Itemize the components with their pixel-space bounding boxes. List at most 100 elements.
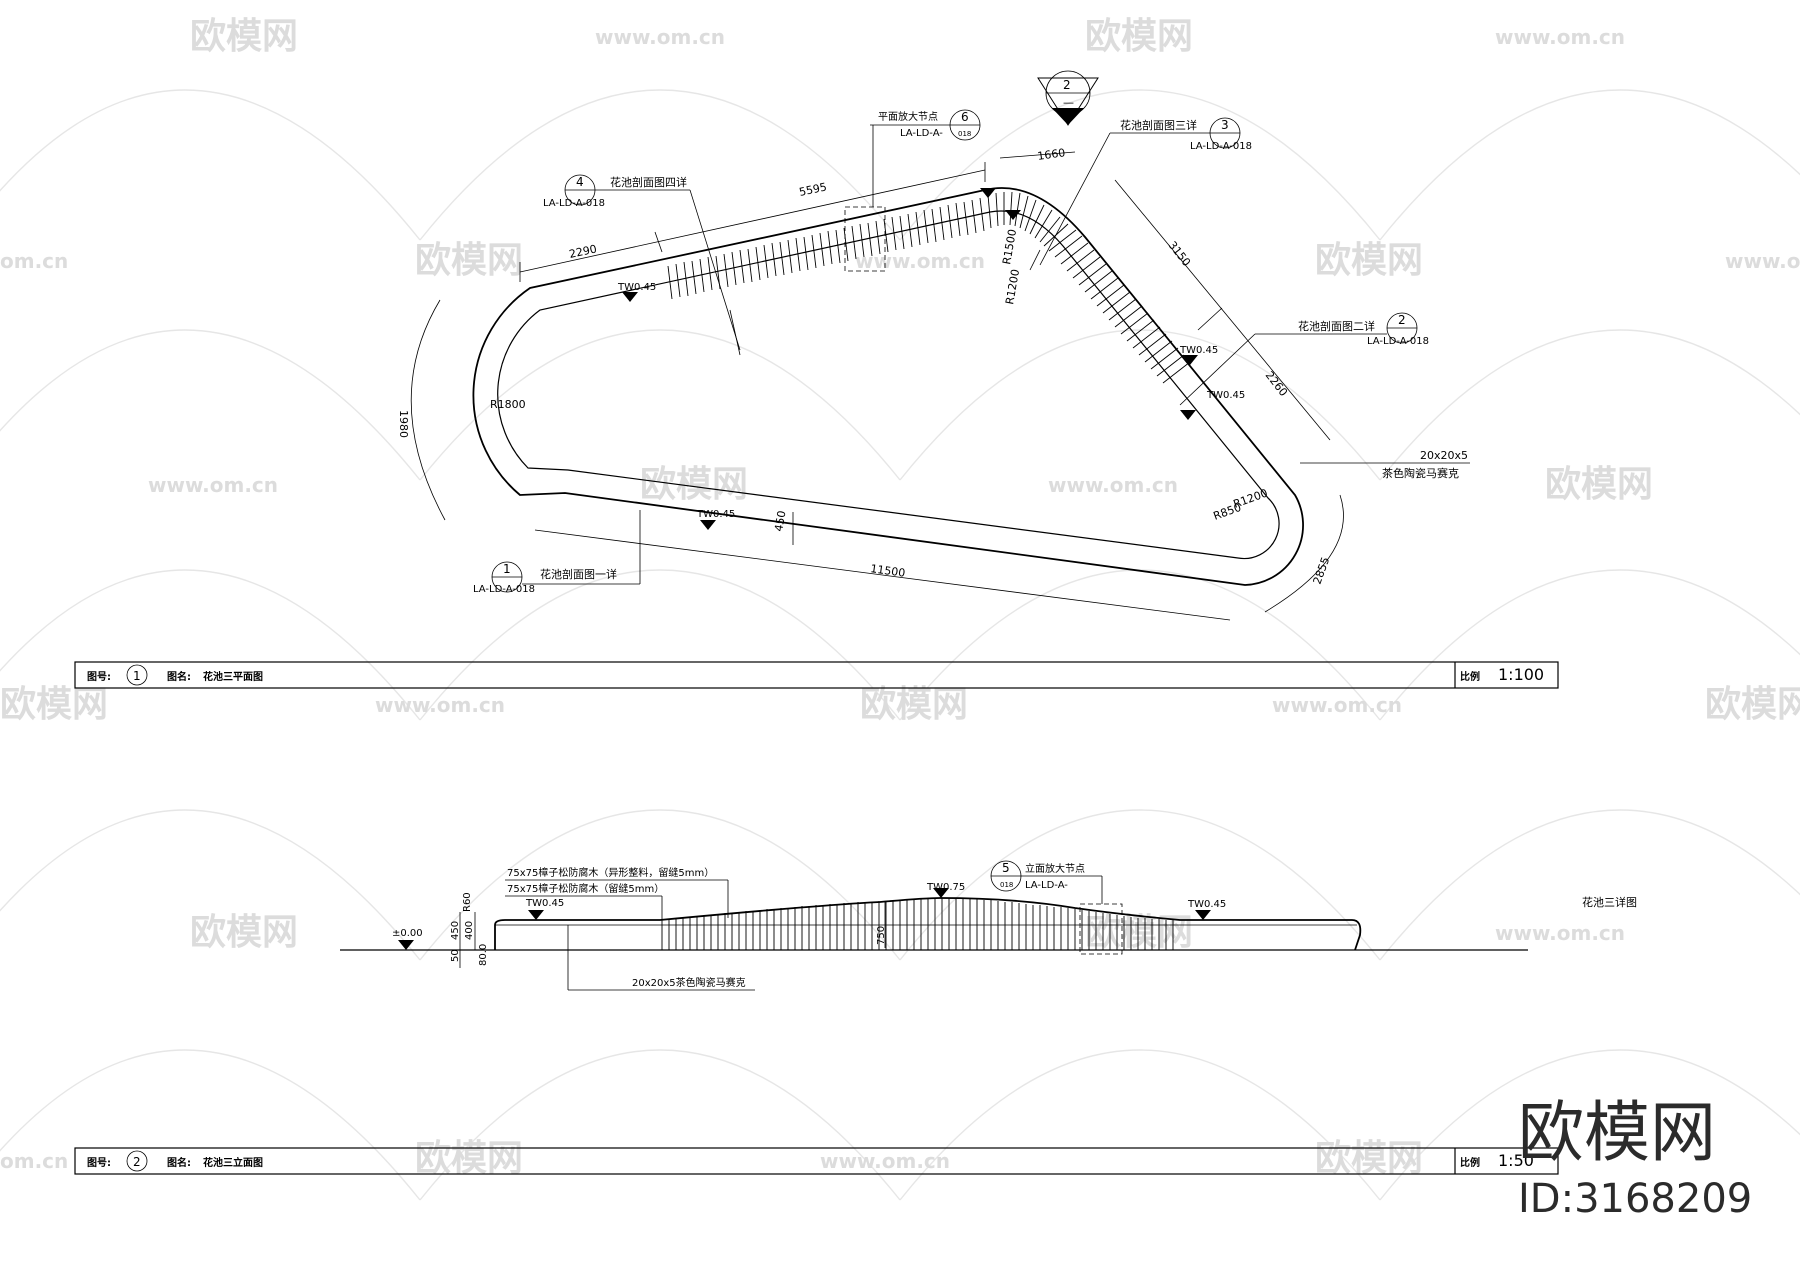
dim-2855: 2855 (1311, 555, 1333, 586)
title-plan-name: 花池三平面图 (203, 670, 263, 683)
wm-url: om.cn (0, 1149, 68, 1173)
note-wood-2: 75x75樟子松防腐木（留缝5mm） (507, 882, 664, 895)
elevation-view: 75x75樟子松防腐木（异形整料，留缝5mm） 75x75樟子松防腐木（留缝5m… (74, 860, 1637, 1175)
wm-brand: 欧模网 (1085, 16, 1193, 57)
callout-2-text: 花池剖面图二详 (1298, 319, 1375, 333)
wm-brand: 欧模网 (0, 684, 108, 725)
plan-dimension-labels: 5595 2290 1660 3150 2260 1980 11500 450 … (397, 146, 1332, 586)
level-triangle (1182, 355, 1198, 365)
title-elev-label: 图号: (87, 1157, 111, 1169)
wm-url: www.om.cn (1048, 473, 1178, 497)
elev-dim-50: 50 (450, 949, 461, 962)
title-block-plan: 图号: 1 图名: 花池三平面图 比例 1:100 (74, 661, 1559, 689)
north-arrow: 2 — (1037, 70, 1099, 126)
callout-2-ref: LA-LD-A-018 (1367, 336, 1429, 347)
dim-3150: 3150 (1166, 239, 1193, 269)
callout-1-ref: LA-LD-A-018 (473, 584, 535, 595)
callout-6-num: 6 (961, 110, 969, 124)
elev-level-tw2: TW0.75 (926, 882, 965, 893)
detail-5-box (1079, 903, 1123, 955)
level-tw2: TW0.45 (696, 509, 735, 520)
elevation-hatching (661, 898, 1174, 950)
level-triangle (1180, 410, 1196, 420)
title-plan-scale: 1:100 (1498, 665, 1544, 684)
dim-2290: 2290 (568, 242, 598, 261)
wm-url: om.cn (0, 249, 68, 273)
elevation-side-title: 花池三详图 (1582, 895, 1637, 909)
plan-view: 5595 2290 1660 3150 2260 1980 11500 450 … (74, 70, 1559, 689)
wm-url: www.om.cn (375, 693, 505, 717)
material-size: 20x20x5 (1420, 449, 1468, 462)
note-wood-1: 75x75樟子松防腐木（异形整料，留缝5mm） (507, 866, 714, 879)
callout-3: 3 LA-LD-A-018 花池剖面图三详 (1039, 117, 1252, 266)
callout-5-sheet: 018 (1000, 881, 1013, 889)
level-triangle (1005, 210, 1021, 220)
material-name: 茶色陶瓷马赛克 (1382, 466, 1459, 480)
callout-3-text: 花池剖面图三详 (1120, 118, 1197, 132)
elev-level-zero: ±0.00 (392, 928, 423, 939)
wm-url: www.om.cn (1495, 25, 1625, 49)
title-plan-label: 图号: (87, 671, 111, 683)
title-block-elevation: 图号: 2 图名: 花池三立面图 比例 1:50 (74, 1147, 1559, 1175)
elev-level-tw3: TW0.45 (1187, 899, 1226, 910)
elevation-body (494, 897, 1362, 951)
callout-1-text: 花池剖面图一详 (540, 567, 617, 581)
plan-levels: TW0.45 TW0.45 TW0.45 TW0.45 (617, 188, 1245, 530)
callout-4-text: 花池剖面图四详 (610, 175, 687, 189)
callout-3-num: 3 (1221, 118, 1229, 132)
elevation-dimensions: R60 450 400 50 80.0 750 (450, 892, 887, 968)
callout-2-num: 2 (1398, 313, 1406, 327)
callout-6-ref: LA-LD-A- (900, 128, 943, 139)
level-tw1: TW0.45 (617, 282, 656, 293)
wm-brand: 欧模网 (1085, 912, 1193, 953)
wm-brand: 欧模网 (640, 464, 748, 505)
level-triangle (528, 910, 544, 920)
elev-level-tw1: TW0.45 (525, 898, 564, 909)
wm-url: www.om.cn (820, 1149, 950, 1173)
title-plan-scale-label: 比例 (1460, 670, 1480, 683)
dim-2260: 2260 (1263, 369, 1290, 399)
wm-brand: 欧模网 (415, 240, 523, 281)
wm-brand: 欧模网 (1545, 464, 1653, 505)
radius-r850: R850 (1212, 501, 1243, 523)
elev-dim-450: 450 (450, 921, 461, 940)
plan-dimensions (410, 151, 1344, 621)
title-elev-num: 2 (133, 1155, 141, 1169)
elev-dim-r60: R60 (462, 892, 473, 912)
dim-1980: 1980 (397, 410, 410, 438)
wm-brand: 欧模网 (1315, 240, 1423, 281)
callout-4-ref: LA-LD-A-018 (543, 198, 605, 209)
level-triangle (622, 292, 638, 302)
wood-hatching-top (667, 191, 1191, 384)
wm-brand: 欧模网 (1705, 684, 1800, 725)
wm-url: www.om.cn (148, 473, 278, 497)
level-triangle (398, 940, 414, 950)
level-triangle (700, 520, 716, 530)
elev-dim-800: 80.0 (478, 944, 489, 966)
callout-5-num: 5 (1002, 861, 1010, 875)
brand-id: ID:3168209 (1518, 1176, 1752, 1222)
title-elev-name-label: 图名: (167, 1156, 191, 1169)
dim-450: 450 (772, 510, 788, 533)
callout-4-num: 4 (576, 175, 584, 189)
callout-5-ref: LA-LD-A- (1025, 880, 1068, 891)
title-plan-name-label: 图名: (167, 670, 191, 683)
title-elev-scale-label: 比例 (1460, 1156, 1480, 1169)
north-triangle (1037, 77, 1099, 126)
material-note: 20x20x5 茶色陶瓷马赛克 (1300, 449, 1470, 480)
callout-6-sheet: 018 (958, 130, 971, 138)
brand-watermark: 欧模网 ID:3168209 (1518, 1094, 1752, 1222)
title-elev-scale: 1:50 (1498, 1151, 1534, 1170)
watermark-layer: 欧模网 www.om.cn 欧模网 www.om.cn om.cn 欧模网 ww… (0, 16, 1800, 1201)
level-triangle (933, 888, 949, 898)
title-plan-num: 1 (133, 669, 141, 683)
elevation-notes: 75x75樟子松防腐木（异形整料，留缝5mm） 75x75樟子松防腐木（留缝5m… (505, 866, 755, 991)
level-tw3: TW0.45 (1206, 390, 1245, 401)
wm-url: www.om.cn (595, 25, 725, 49)
elev-dim-750: 750 (876, 926, 887, 945)
callout-5-text: 立面放大节点 (1025, 862, 1085, 875)
wm-brand: 欧模网 (190, 912, 298, 953)
detail-6-box (844, 206, 886, 272)
wm-brand: 欧模网 (415, 1138, 523, 1179)
callout-3-ref: LA-LD-A-018 (1190, 141, 1252, 152)
